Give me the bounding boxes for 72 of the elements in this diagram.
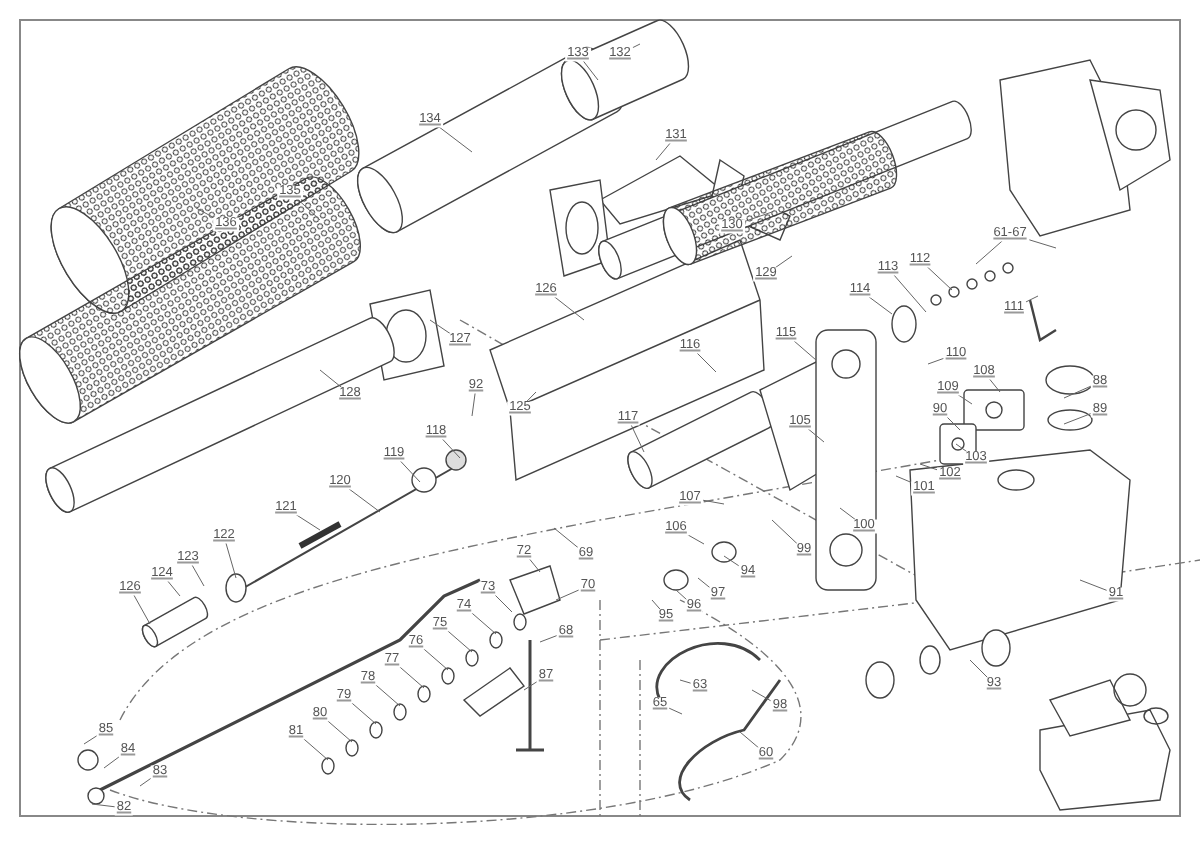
- leader-line: [955, 443, 968, 453]
- leader-line: [675, 589, 688, 601]
- leader-line: [1063, 413, 1092, 425]
- leader-line: [103, 756, 120, 769]
- leader-line: [441, 438, 461, 459]
- leader-line: [744, 211, 773, 222]
- leader-line: [946, 416, 961, 431]
- leader-line: [91, 803, 116, 808]
- leader-line: [523, 681, 538, 691]
- leader-line: [702, 499, 725, 505]
- leader-line: [295, 514, 321, 531]
- leader-line: [807, 428, 825, 443]
- leader-line: [868, 296, 893, 315]
- leader-line: [398, 666, 425, 689]
- leader-line: [422, 648, 449, 671]
- leader-line: [348, 488, 381, 513]
- leader-line: [668, 707, 683, 715]
- leader-line: [723, 555, 740, 567]
- leader-line: [539, 635, 558, 643]
- leader-line: [679, 679, 692, 684]
- leader-line: [528, 558, 541, 573]
- leader-line: [969, 659, 989, 679]
- leader-line: [632, 43, 641, 49]
- leader-line: [553, 527, 579, 549]
- leader-line: [83, 735, 98, 745]
- leader-line: [446, 630, 473, 653]
- leader-line: [166, 580, 181, 597]
- leader-line: [326, 720, 353, 743]
- leader-line: [191, 564, 205, 587]
- leader-line: [1025, 295, 1039, 303]
- leader-line: [494, 594, 513, 613]
- leader-line: [893, 274, 927, 313]
- leader-line: [697, 577, 711, 589]
- leader-line: [1079, 579, 1108, 591]
- leader-line: [302, 738, 329, 761]
- leader-line: [139, 777, 152, 787]
- leader-line: [774, 255, 793, 269]
- leader-line: [1028, 239, 1057, 249]
- leader-line: [296, 198, 321, 221]
- leader-line: [686, 534, 705, 545]
- leader-line: [651, 599, 661, 611]
- leader-line: [630, 424, 645, 453]
- leader-line: [739, 731, 759, 749]
- leader-line: [655, 142, 672, 161]
- leader-line: [957, 394, 973, 405]
- leader-line: [793, 340, 817, 361]
- leader-line: [399, 460, 421, 483]
- leader-line: [133, 594, 151, 625]
- leader-line: [553, 296, 585, 321]
- leader-line: [696, 352, 717, 373]
- leader-line: [470, 612, 497, 635]
- leader-line: [582, 60, 599, 81]
- leader-line: [350, 702, 377, 725]
- leader-line: [319, 369, 343, 389]
- leader-line: [839, 507, 856, 521]
- leader-line: [919, 463, 938, 471]
- leader-line: [895, 475, 912, 483]
- leader-line: [374, 684, 401, 707]
- leader-line: [975, 240, 1004, 265]
- leader-line: [927, 357, 945, 365]
- leader-line: [471, 392, 476, 417]
- leader-line: [988, 378, 1001, 393]
- leader-line: [555, 589, 580, 601]
- leader-line: [926, 266, 953, 291]
- leader-line: [771, 519, 798, 545]
- leader-line: [225, 542, 237, 579]
- leader-line: [429, 319, 451, 335]
- leader-line: [438, 126, 473, 153]
- leader-line: [526, 391, 537, 403]
- leader-line: [195, 207, 215, 219]
- leader-line: [1063, 385, 1092, 399]
- leader-line: [751, 689, 772, 702]
